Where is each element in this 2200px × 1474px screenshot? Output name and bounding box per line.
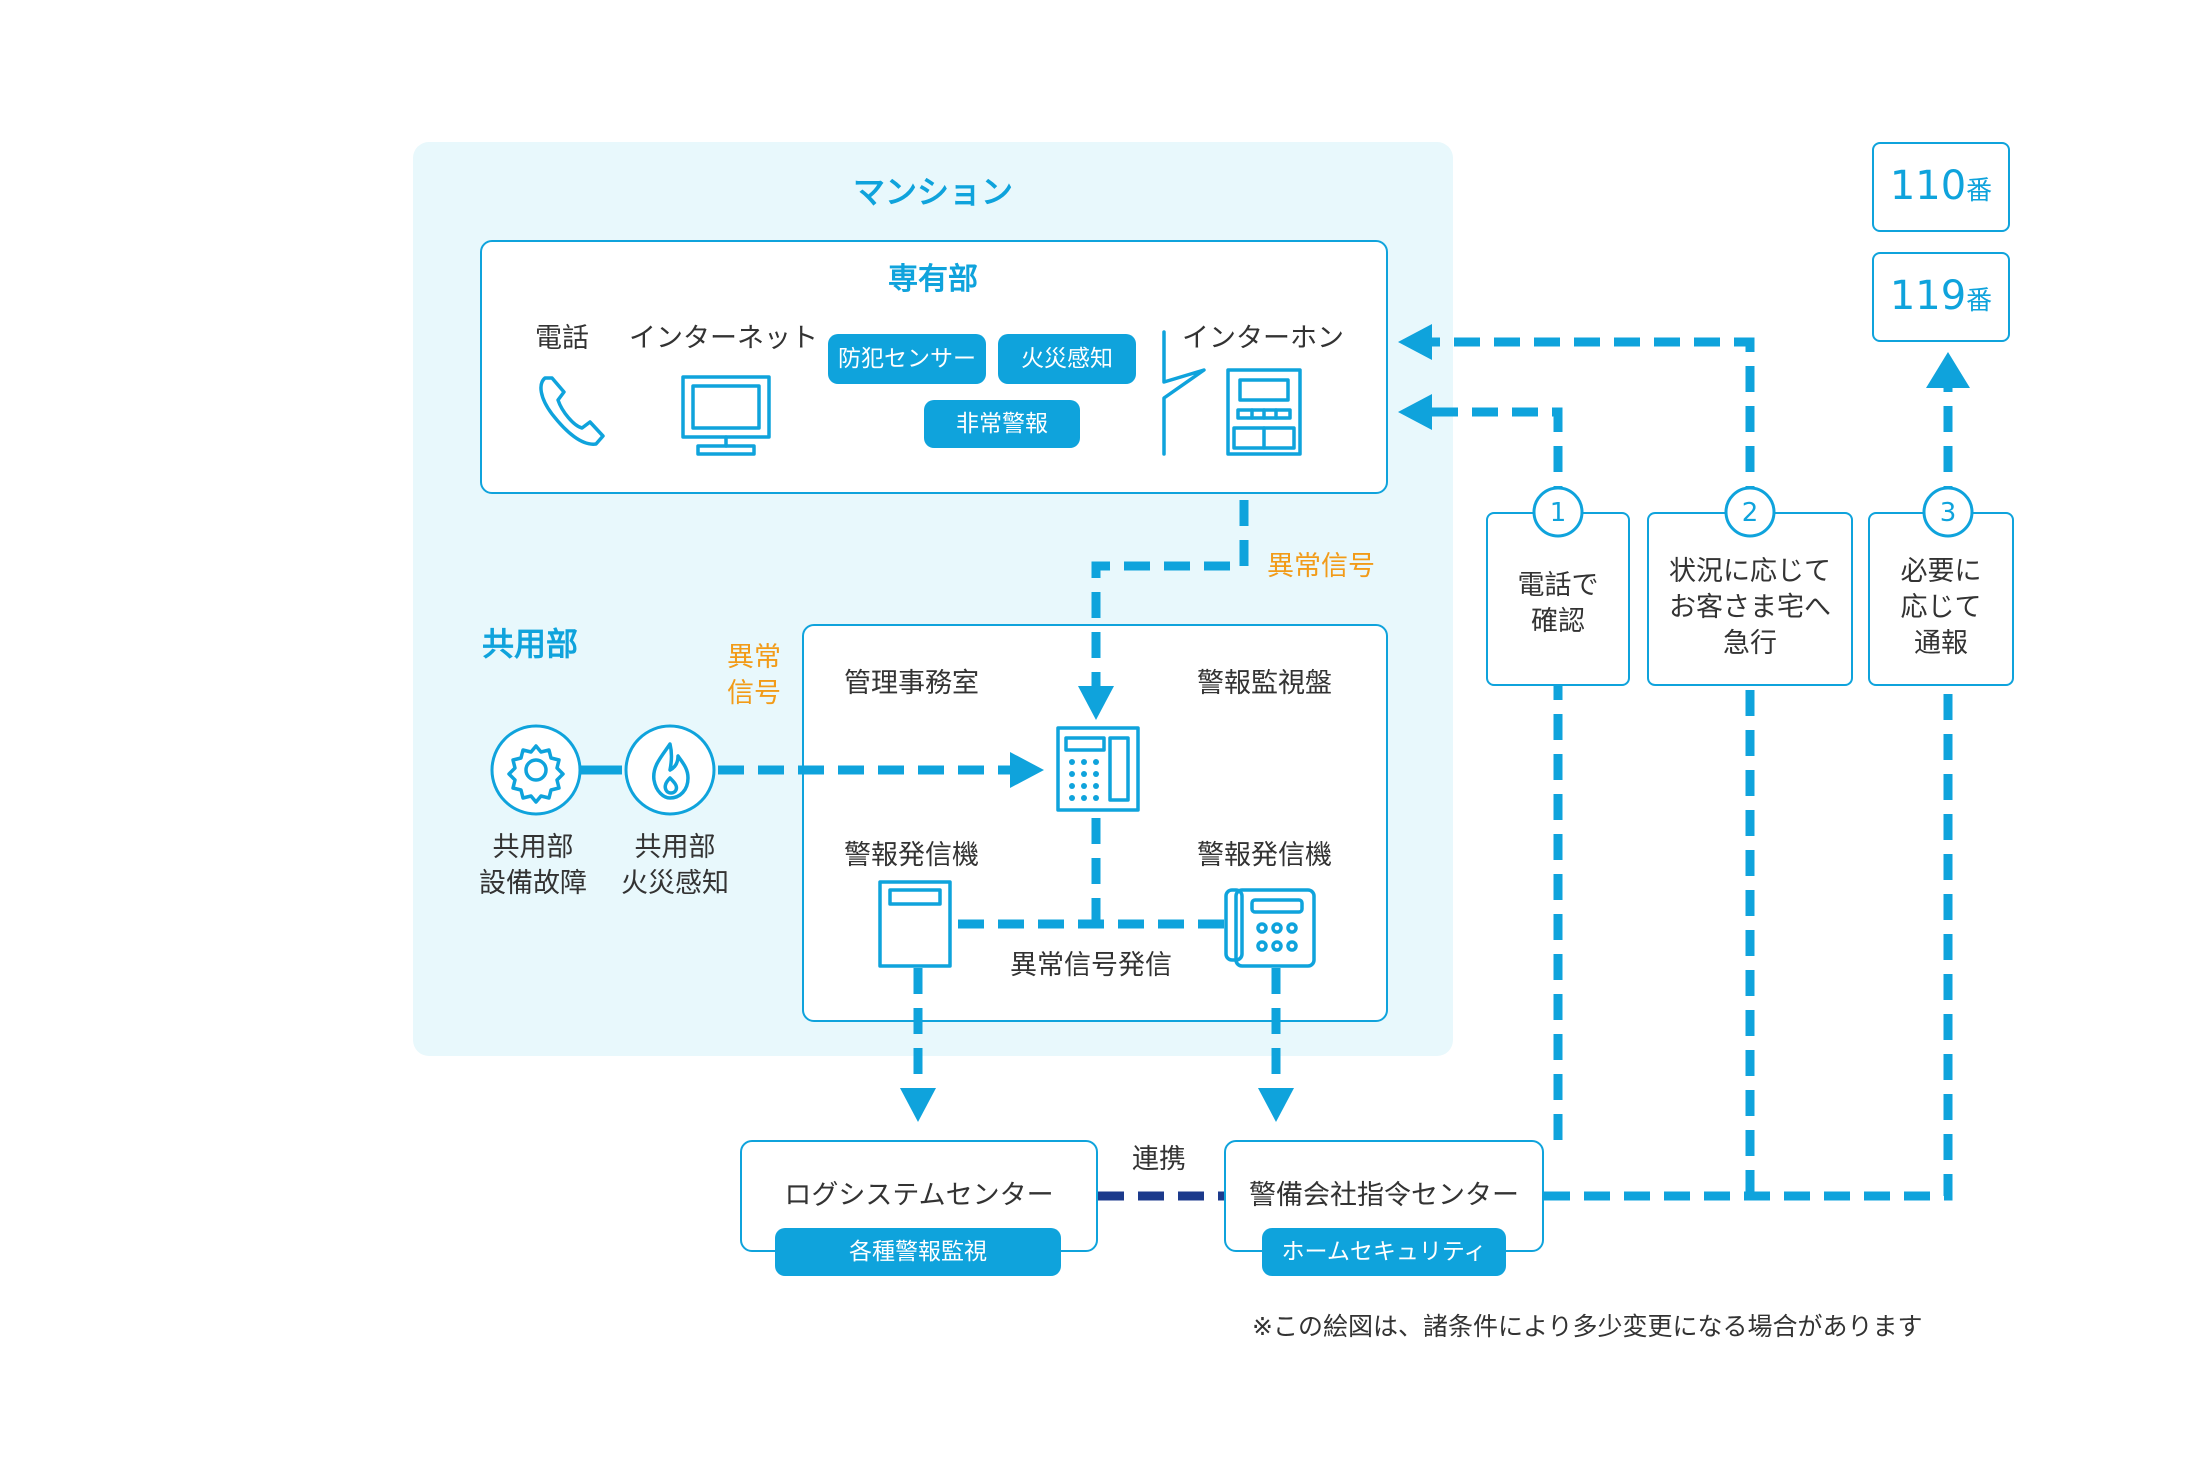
log-center-arrow [900,1088,936,1122]
step-3-box [1868,512,2014,686]
gear-icon [490,724,582,816]
signal-send-label: 異常信号発信 [1010,950,1172,981]
disclaimer-note: ※この絵図は、諸条件により多少変更になる場合があります [1252,1312,1923,1341]
panel-arrow-top [1078,686,1114,720]
police-110: 110番 [1872,166,2010,206]
link-label: 連携 [1132,1144,1186,1175]
emergency-arrow [1926,352,1970,388]
fire-119-box [1872,252,2010,342]
step2-to-home-line [1432,337,1755,512]
police-110-suffix: 番 [1966,176,1993,206]
emergency-alarm-tag: 非常警報 [924,400,1080,448]
transmitter-phone-icon [1224,888,1316,968]
transmitter-box-icon [878,880,952,968]
common-area-title: 共用部 [482,625,579,663]
step1-arrow [1398,394,1432,430]
police-110-box [1872,142,2010,232]
step-3-badge [1922,486,1974,538]
security-center-tag: ホームセキュリティ [1262,1228,1506,1276]
management-room-label: 管理事務室 [844,668,979,699]
log-center-tag: 各種警報監視 [775,1228,1061,1276]
transmitter-right-label: 警報発信機 [1197,840,1332,871]
police-110-number: 110 [1889,163,1967,209]
phone-icon [539,376,605,446]
fire-119-number: 119 [1889,273,1967,319]
fire-119: 119番 [1872,276,2010,316]
step-1-box [1486,512,1630,686]
flame-icon [624,724,716,816]
center-to-step3-line [1544,686,1953,1201]
monitor-icon [681,375,771,456]
alarm-panel-label: 警報監視盤 [1197,668,1332,699]
security-center-label: 警備会社指令センター [1249,1180,1519,1211]
private-area-title: 専有部 [888,262,978,297]
step-1-text: 電話で 確認 [1517,570,1599,637]
alarm-panel-icon [1056,726,1140,812]
step-1-number: 1 [1549,498,1567,528]
internet-label: インターネット [629,323,818,354]
step-2-text: 状況に応じて お客さま宅へ 急行 [1669,556,1831,659]
security-center-arrow [1258,1088,1294,1122]
mansion-title: マンション [852,173,1013,211]
fire-119-suffix: 番 [1966,286,1993,316]
step-2-badge [1724,486,1776,538]
intercom-to-panel-line [1091,500,1249,686]
step-2-number: 2 [1741,498,1759,528]
fire-detection-tag: 火災感知 [998,334,1136,384]
step-3-text: 必要に 応じて 通報 [1900,556,1982,659]
transmitter-left-label: 警報発信機 [844,840,979,871]
step-3-number: 3 [1939,498,1957,528]
abnormal-signal-label: 異常信号 [1267,551,1375,582]
intercom-label: インターホン [1182,323,1344,354]
crime-sensor-tag: 防犯センサー [828,334,986,384]
wall-divider-icon [1162,330,1206,456]
phone-label: 電話 [535,323,589,354]
panel-arrow-left [1010,752,1044,788]
equipment-fault-label: 共用部 設備故障 [479,832,587,899]
step2-arrow [1398,324,1432,360]
intercom-icon [1226,368,1302,456]
common-signal-label: 異常 信号 [727,642,781,709]
step1-to-home-line [1432,407,1563,512]
step-1-badge [1532,486,1584,538]
log-center-label: ログシステムセンター [784,1180,1054,1211]
common-fire-label: 共用部 火災感知 [621,832,729,899]
